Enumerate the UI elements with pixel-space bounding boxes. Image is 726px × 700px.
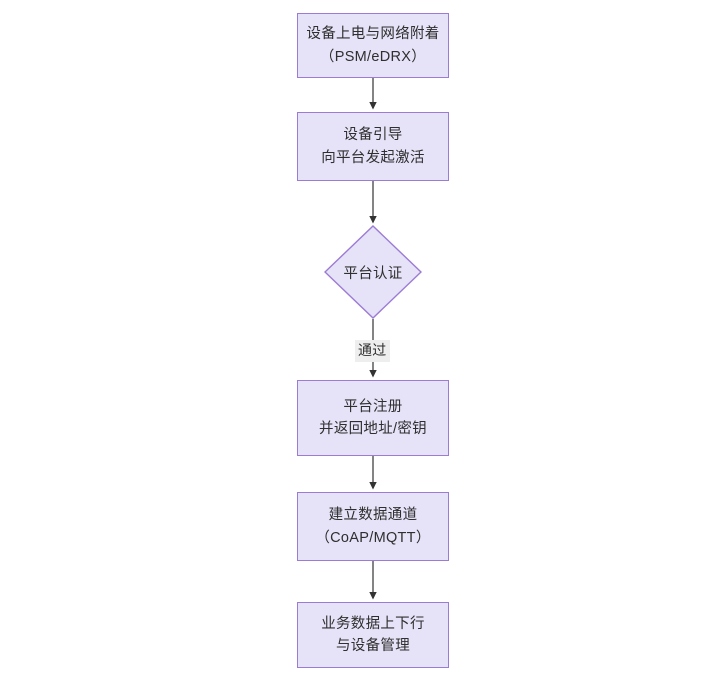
node-line: 与设备管理	[336, 638, 410, 654]
node-platform-authentication[interactable]: 平台认证	[324, 225, 422, 319]
node-line: 设备上电与网络附着	[306, 26, 440, 43]
node-device-power-on[interactable]: 设备上电与网络附着 （PSM/eDRX）	[297, 13, 449, 78]
node-line: （CoAP/MQTT）	[315, 529, 431, 546]
node-line: 平台注册	[343, 398, 403, 415]
node-line: （PSM/eDRX）	[319, 48, 427, 65]
node-line: 建立数据通道	[328, 507, 418, 524]
node-establish-data-channel[interactable]: 建立数据通道 （CoAP/MQTT）	[297, 492, 449, 561]
node-line: 并返回地址/密钥	[319, 421, 427, 437]
node-device-bootstrap[interactable]: 设备引导 向平台发起激活	[297, 112, 449, 181]
node-line: 平台认证	[343, 265, 403, 282]
node-line: 设备引导	[343, 127, 403, 144]
node-line: 业务数据上下行	[321, 615, 425, 632]
node-business-data-and-device-management[interactable]: 业务数据上下行 与设备管理	[297, 602, 449, 668]
node-line: 向平台发起激活	[321, 149, 425, 166]
diamond-shape	[324, 225, 422, 319]
edge-label-pass: 通过	[355, 340, 390, 362]
node-platform-registration[interactable]: 平台注册 并返回地址/密钥	[297, 380, 449, 456]
